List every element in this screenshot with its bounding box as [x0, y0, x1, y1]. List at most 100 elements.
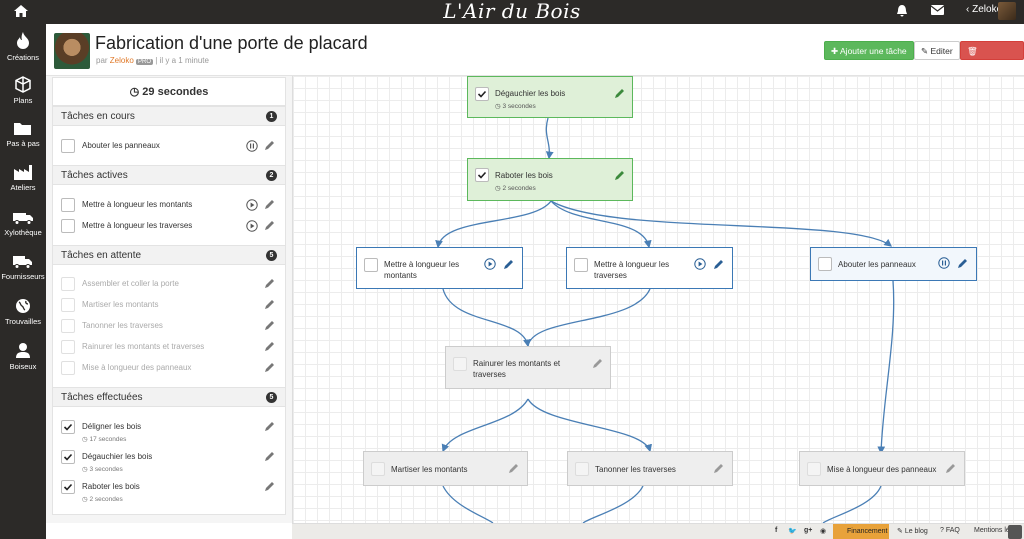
task-checkbox[interactable]: [61, 277, 75, 291]
duration-value: 3 secondes: [502, 103, 536, 110]
duration-value: 17 secondes: [89, 436, 127, 443]
task-checkbox[interactable]: [61, 450, 75, 464]
task-checkbox[interactable]: [61, 420, 75, 434]
node-checkbox[interactable]: [575, 462, 589, 476]
node-raboter[interactable]: Raboter les bois ◷ 2 secondes: [467, 158, 633, 201]
cube-icon: [15, 76, 31, 93]
home-icon[interactable]: [13, 3, 29, 19]
task-row: Mise à longueur des panneaux: [53, 358, 285, 379]
faq-link[interactable]: ? FAQ: [940, 527, 960, 534]
task-label: Martiser les montants: [82, 300, 159, 309]
pencil-icon[interactable]: [263, 450, 276, 463]
pencil-icon[interactable]: [712, 258, 725, 271]
pencil-icon[interactable]: [263, 480, 276, 493]
add-task-button[interactable]: ✚ Ajouter une tâche: [824, 41, 914, 60]
pencil-icon[interactable]: [263, 219, 276, 232]
bell-icon[interactable]: [896, 4, 908, 18]
blog-link[interactable]: ✎ Le blog: [897, 528, 928, 535]
task-row: Dégauchier les bois ◷ 3 secondes: [53, 447, 285, 477]
author-link[interactable]: Zeloko: [109, 56, 134, 65]
financement-link[interactable]: Financement: [833, 524, 889, 539]
play-icon[interactable]: [484, 258, 496, 270]
user-menu[interactable]: ‹ Zeloko: [966, 4, 1003, 15]
github-icon[interactable]: ◉: [820, 528, 827, 535]
node-abouter[interactable]: Abouter les panneaux: [810, 247, 977, 281]
pencil-icon[interactable]: [263, 319, 276, 332]
play-icon[interactable]: [246, 220, 258, 232]
task-checkbox[interactable]: [61, 480, 75, 494]
nav-item-plans[interactable]: Plans: [0, 76, 46, 105]
task-row: Assembler et coller la porte: [53, 274, 285, 295]
pencil-icon[interactable]: [502, 258, 515, 271]
pencil-icon[interactable]: [263, 298, 276, 311]
pencil-icon[interactable]: [263, 277, 276, 290]
node-mise-longueur-panneaux[interactable]: Mise à longueur des panneaux: [799, 451, 965, 486]
nav-item-fournisseurs[interactable]: Fournisseurs: [0, 254, 46, 281]
task-checkbox[interactable]: [61, 298, 75, 312]
mentions-link[interactable]: Mentions lé: [974, 527, 1010, 534]
pencil-icon[interactable]: [613, 87, 626, 100]
pencil-icon[interactable]: [507, 462, 520, 475]
task-label: Dégauchier les bois: [82, 452, 153, 461]
top-bar: L'Air du Bois ‹ Zeloko: [0, 0, 1024, 24]
folder-icon: [14, 123, 31, 135]
task-graph-canvas[interactable]: Dégauchier les bois ◷ 3 secondes Raboter…: [292, 76, 1024, 523]
delete-button[interactable]: 🗑 Supprimer: [960, 41, 1024, 75]
author-avatar[interactable]: [54, 33, 90, 69]
nav-label: Boiseux: [9, 362, 37, 371]
pencil-icon[interactable]: [263, 340, 276, 353]
node-degauchier[interactable]: Dégauchier les bois ◷ 3 secondes: [467, 76, 633, 118]
node-checkbox[interactable]: [807, 462, 821, 476]
pencil-icon[interactable]: [712, 462, 725, 475]
task-checkbox[interactable]: [61, 198, 75, 212]
nav-item-boiseux[interactable]: Boiseux: [0, 342, 46, 371]
pencil-icon[interactable]: [263, 139, 276, 152]
pencil-icon[interactable]: [263, 361, 276, 374]
node-checkbox[interactable]: [364, 258, 378, 272]
node-checkbox[interactable]: [818, 257, 832, 271]
mail-icon[interactable]: [931, 5, 944, 15]
check-icon: [63, 423, 73, 431]
avatar[interactable]: [998, 2, 1016, 20]
task-checkbox[interactable]: [61, 361, 75, 375]
task-checkbox[interactable]: [61, 340, 75, 354]
task-checkbox[interactable]: [61, 319, 75, 333]
play-icon[interactable]: [694, 258, 706, 270]
play-icon[interactable]: [246, 199, 258, 211]
nav-item-trouvailles[interactable]: Trouvailles: [0, 298, 46, 326]
twitter-icon[interactable]: 🐦: [788, 528, 797, 535]
node-checkbox[interactable]: [475, 87, 489, 101]
pencil-icon[interactable]: [263, 420, 276, 433]
node-tanonner[interactable]: Tanonner les traverses: [567, 451, 733, 486]
nav-item-ateliers[interactable]: Ateliers: [0, 165, 46, 192]
facebook-icon[interactable]: f: [775, 527, 778, 534]
feedback-icon[interactable]: [1008, 525, 1022, 539]
node-martiser[interactable]: Martiser les montants: [363, 451, 528, 486]
task-row: Martiser les montants: [53, 295, 285, 316]
edge: [442, 485, 494, 523]
pause-icon[interactable]: [938, 257, 950, 269]
node-checkbox[interactable]: [574, 258, 588, 272]
task-checkbox[interactable]: [61, 139, 75, 153]
pencil-icon[interactable]: [613, 169, 626, 182]
google-plus-icon[interactable]: g+: [804, 527, 813, 534]
nav-item-pas-a-pas[interactable]: Pas à pas: [0, 121, 46, 148]
pencil-icon[interactable]: [263, 198, 276, 211]
nav-item-xylotheque[interactable]: Xylothèque: [0, 210, 46, 237]
pause-icon[interactable]: [246, 140, 258, 152]
pencil-icon[interactable]: [944, 462, 957, 475]
task-checkbox[interactable]: [61, 219, 75, 233]
edit-button[interactable]: ✎ Editer: [914, 41, 960, 60]
node-checkbox[interactable]: [371, 462, 385, 476]
pencil-icon[interactable]: [591, 357, 604, 370]
pencil-icon[interactable]: [956, 257, 969, 270]
node-checkbox[interactable]: [475, 168, 489, 182]
brand-logo[interactable]: L'Air du Bois: [443, 0, 581, 23]
nav-item-creations[interactable]: Créations: [0, 32, 46, 62]
node-checkbox[interactable]: [453, 357, 467, 371]
